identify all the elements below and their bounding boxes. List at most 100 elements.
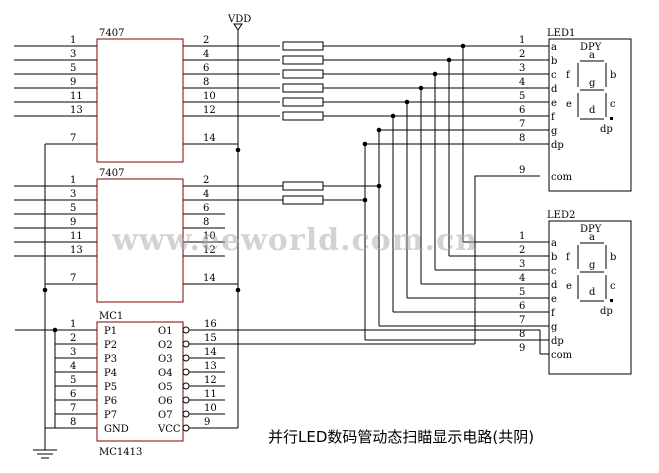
junction-dot (418, 85, 424, 91)
pin-number: 5 (519, 287, 525, 298)
pin-label: b (551, 252, 557, 263)
pin-label: P1 (104, 326, 117, 337)
junction-dot (42, 287, 48, 293)
segment-label: e (566, 99, 572, 110)
pin-number: 12 (203, 245, 216, 256)
pin-number: 6 (203, 203, 209, 214)
ic-7407-1-name: 7407 (99, 28, 124, 39)
junction-dot (376, 127, 382, 133)
pin-number: 1 (519, 231, 525, 242)
output-bubble (182, 326, 190, 334)
segment-label: f (566, 70, 571, 81)
pin-label: P2 (104, 340, 117, 351)
junction-dot (446, 57, 452, 63)
output-bubble (182, 410, 190, 418)
pin-number: 13 (70, 245, 83, 256)
pin-number: 6 (519, 105, 525, 116)
segment-label: c (610, 99, 616, 110)
segment-label: g (589, 260, 596, 271)
pin-number: 11 (70, 91, 83, 102)
pin-number: 8 (519, 329, 525, 340)
output-bubble (182, 354, 190, 362)
segment-label: d (589, 105, 596, 116)
watermark: www.eeworld.com.cn (111, 223, 478, 258)
resistor (282, 111, 324, 121)
pin-number: 2 (70, 333, 76, 344)
segment-dp-wire (364, 143, 540, 200)
pin-number: 12 (204, 375, 217, 386)
pin-number: 3 (70, 347, 76, 358)
resistor (282, 83, 324, 93)
pin-number: 9 (519, 343, 525, 354)
pin-number: 4 (519, 273, 525, 284)
ic-mc1413-body (96, 321, 184, 442)
pin-number: 2 (519, 245, 525, 256)
led-name: LED2 (547, 210, 575, 221)
segment-label: b (610, 70, 616, 81)
pin-number: 7 (70, 273, 76, 284)
pin-number: 9 (204, 417, 210, 428)
pin-number: 13 (204, 361, 217, 372)
pin-label: O4 (158, 368, 173, 379)
pin-number: 6 (519, 301, 525, 312)
pin-number: 6 (70, 389, 76, 400)
pin-label: c (551, 70, 557, 81)
pin-number: 16 (204, 319, 217, 330)
segment-label: e (566, 281, 572, 292)
junction-dot (404, 99, 410, 105)
vdd-arrow (233, 23, 243, 31)
pin-label: e (551, 294, 557, 305)
pin-label: P5 (104, 382, 117, 393)
pin-number: 5 (70, 375, 76, 386)
pin-label: e (551, 98, 557, 109)
pin-number: 10 (203, 91, 216, 102)
pin-label: a (551, 42, 557, 53)
pin-number: 7 (519, 119, 525, 130)
pin-number: 7 (70, 133, 76, 144)
pin-label: com (551, 350, 573, 361)
pin-number: 7 (519, 315, 525, 326)
pin-label: f (551, 112, 556, 123)
pin-label: O2 (158, 340, 173, 351)
pin-number: 13 (70, 105, 83, 116)
pin-number: 8 (519, 133, 525, 144)
caption: 并行LED数码管动态扫瞄显示电路(共阴) (268, 428, 534, 446)
resistor (282, 41, 324, 51)
pin-label: P3 (104, 354, 117, 365)
segment-label: f (566, 252, 571, 263)
output-bubble (182, 368, 190, 376)
pin-number: 2 (203, 35, 209, 46)
pin-number: 10 (204, 403, 217, 414)
pin-label: VCC (157, 424, 181, 435)
junction-dot (235, 147, 241, 153)
junction-dot (52, 327, 58, 333)
junction-dot (432, 71, 438, 77)
ic-mc1413-part: MC1413 (99, 447, 142, 458)
pin-label: com (551, 172, 573, 183)
led-display-body (548, 220, 632, 375)
pin-number: 14 (204, 347, 217, 358)
pin-number: 8 (70, 417, 76, 428)
pin-label: O3 (158, 354, 173, 365)
pin-number: 2 (519, 49, 525, 60)
pin-number: 9 (70, 217, 76, 228)
vdd-label: VDD (227, 14, 251, 25)
pin-number: 9 (70, 77, 76, 88)
pin-number: 6 (203, 63, 209, 74)
pin-label: c (551, 266, 557, 277)
wires (14, 23, 549, 459)
ic-7407-2-body (96, 178, 184, 303)
pin-label: dp (551, 140, 564, 151)
led-type: DPY (580, 224, 602, 235)
resistor (282, 55, 324, 65)
led-display-body (548, 38, 632, 192)
pin-number: 8 (203, 77, 209, 88)
pin-number: 1 (70, 35, 76, 46)
chips (96, 38, 190, 442)
pin-number: 4 (519, 77, 525, 88)
led-name: LED1 (547, 28, 575, 39)
pin-number: 14 (203, 273, 216, 284)
pin-number: 11 (204, 389, 217, 400)
